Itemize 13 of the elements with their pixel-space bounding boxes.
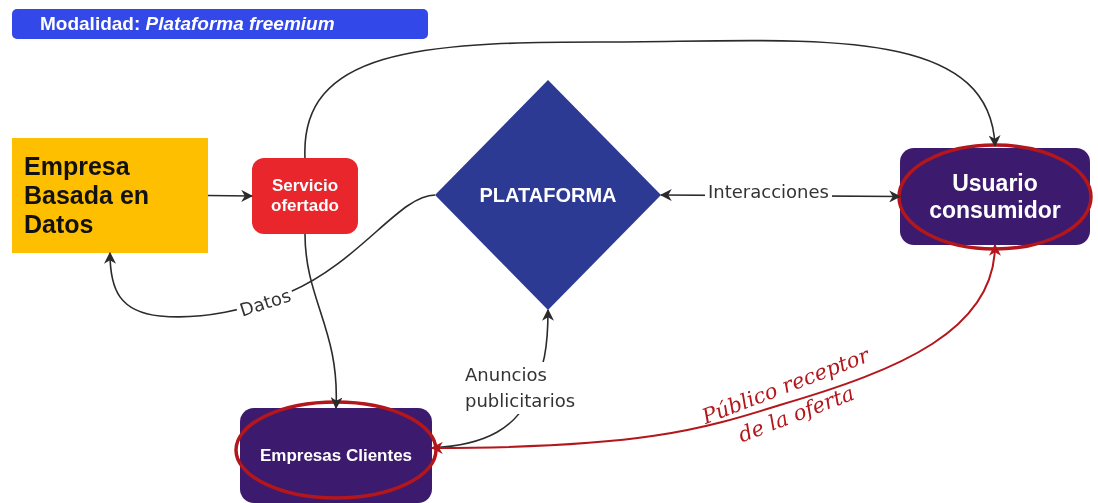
node-label: Empresa Basada en Datos [24,152,151,239]
node-label: Servicio ofertado [270,176,340,216]
process-box [12,138,208,253]
arrow [207,189,254,202]
arrow [430,243,1000,454]
node-label: Empresas Clientes [259,445,413,466]
title-banner: Modalidad: Plataforma freemium [12,9,428,39]
process-box [240,408,432,503]
node-label: PLATAFORMA [479,183,617,207]
arrow [304,233,343,410]
node-label: Usuario consumidor [928,170,1062,223]
process-box [252,158,358,234]
arrow [304,39,1000,159]
